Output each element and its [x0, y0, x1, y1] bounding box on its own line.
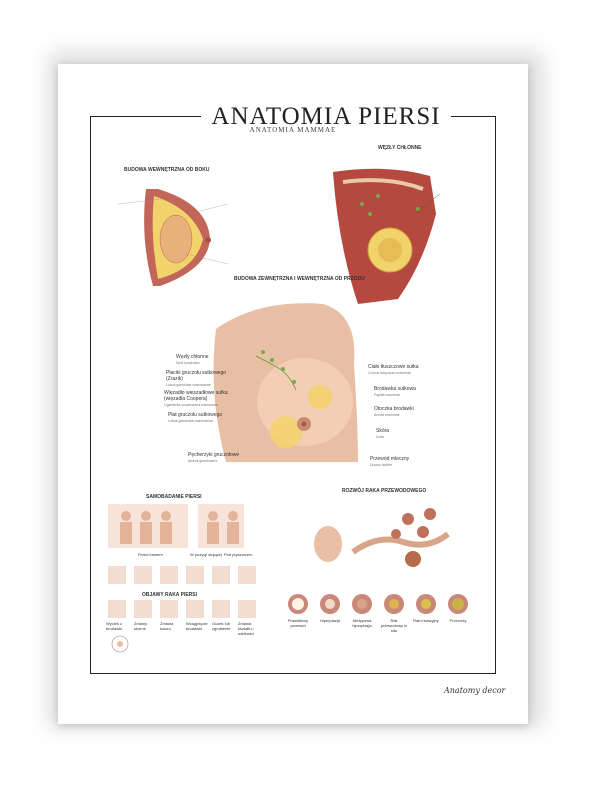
poster-subtitle: ANATOMIA MAMMAE	[249, 126, 337, 134]
caption-stage-3: Nietypowa hiperplazja	[352, 618, 372, 628]
label-cooper: Więzadło wieszadłowe sutka (więzadła Coo…	[164, 390, 228, 407]
poster-title: ANATOMIA PIERSI	[201, 103, 451, 131]
symptom-thumbnails	[108, 600, 256, 618]
caption-mirror: Przed lustrem	[138, 552, 163, 557]
caption-symptom-1: Wyciek z brodawki	[106, 621, 123, 631]
caption-standing: W pozycji stojącej	[190, 552, 222, 557]
caption-symptom-3: Zmiana koloru	[160, 621, 174, 631]
caption-symptom-4: Wciągnięcie brodawki	[186, 621, 208, 631]
section-self-exam: SAMOBADANIE PIERSI	[146, 494, 202, 500]
section-symptoms: OBJAWY RAKA PIERSI	[142, 592, 198, 598]
label-lobules: Płaciki gruczołu sutkowego (Zrazik)Lobul…	[166, 370, 227, 387]
anatomy-illustrations	[108, 168, 468, 653]
section-lymph: WĘZŁY CHŁONNE	[378, 145, 422, 151]
section-side-view: BUDOWA WEWNĘTRZNA OD BOKU	[124, 167, 210, 173]
caption-stage-5: Rak inwazyjny	[413, 618, 439, 623]
section-front-view: BUDOWA ZEWNĘTRZNA I WEWNĘTRZNA OD PRZODU	[234, 276, 365, 282]
lymph-illustration	[333, 168, 441, 304]
caption-symptom-6: Zmiana kształtu i wielkości	[238, 621, 255, 636]
section-cancer-dev: ROZWÓJ RAKA PRZEWODOWEGO	[342, 488, 427, 494]
anatomy-logo	[111, 635, 129, 653]
poster-frame: ANATOMIA PIERSI	[90, 103, 496, 674]
self-exam-illustration	[108, 504, 244, 548]
caption-stage-6: Przerzuty	[449, 618, 467, 623]
poster-title-wrap: ANATOMIA PIERSI	[91, 103, 561, 131]
cancer-development-illustration	[314, 508, 450, 567]
caption-symptom-5: Guzek lub zgrubienie	[212, 621, 231, 631]
self-exam-thumbnails	[108, 566, 256, 584]
signature: Anatomy decor	[444, 686, 506, 695]
caption-stage-1: Prawidłowy przewód	[287, 618, 309, 628]
caption-shower: Pod prysznicem	[224, 552, 253, 557]
poster: ANATOMIA PIERSI ANATOMIA MAMMAE	[58, 64, 528, 724]
side-view-illustration	[117, 189, 229, 286]
cancer-stage-tubes	[288, 594, 468, 614]
caption-stage-2: Hiperplazja	[319, 618, 340, 623]
caption-symptom-2: Zmiany skórne	[134, 621, 148, 631]
front-view-illustration	[213, 303, 358, 462]
caption-stage-4: Rak przewodowy in situ	[380, 618, 408, 633]
